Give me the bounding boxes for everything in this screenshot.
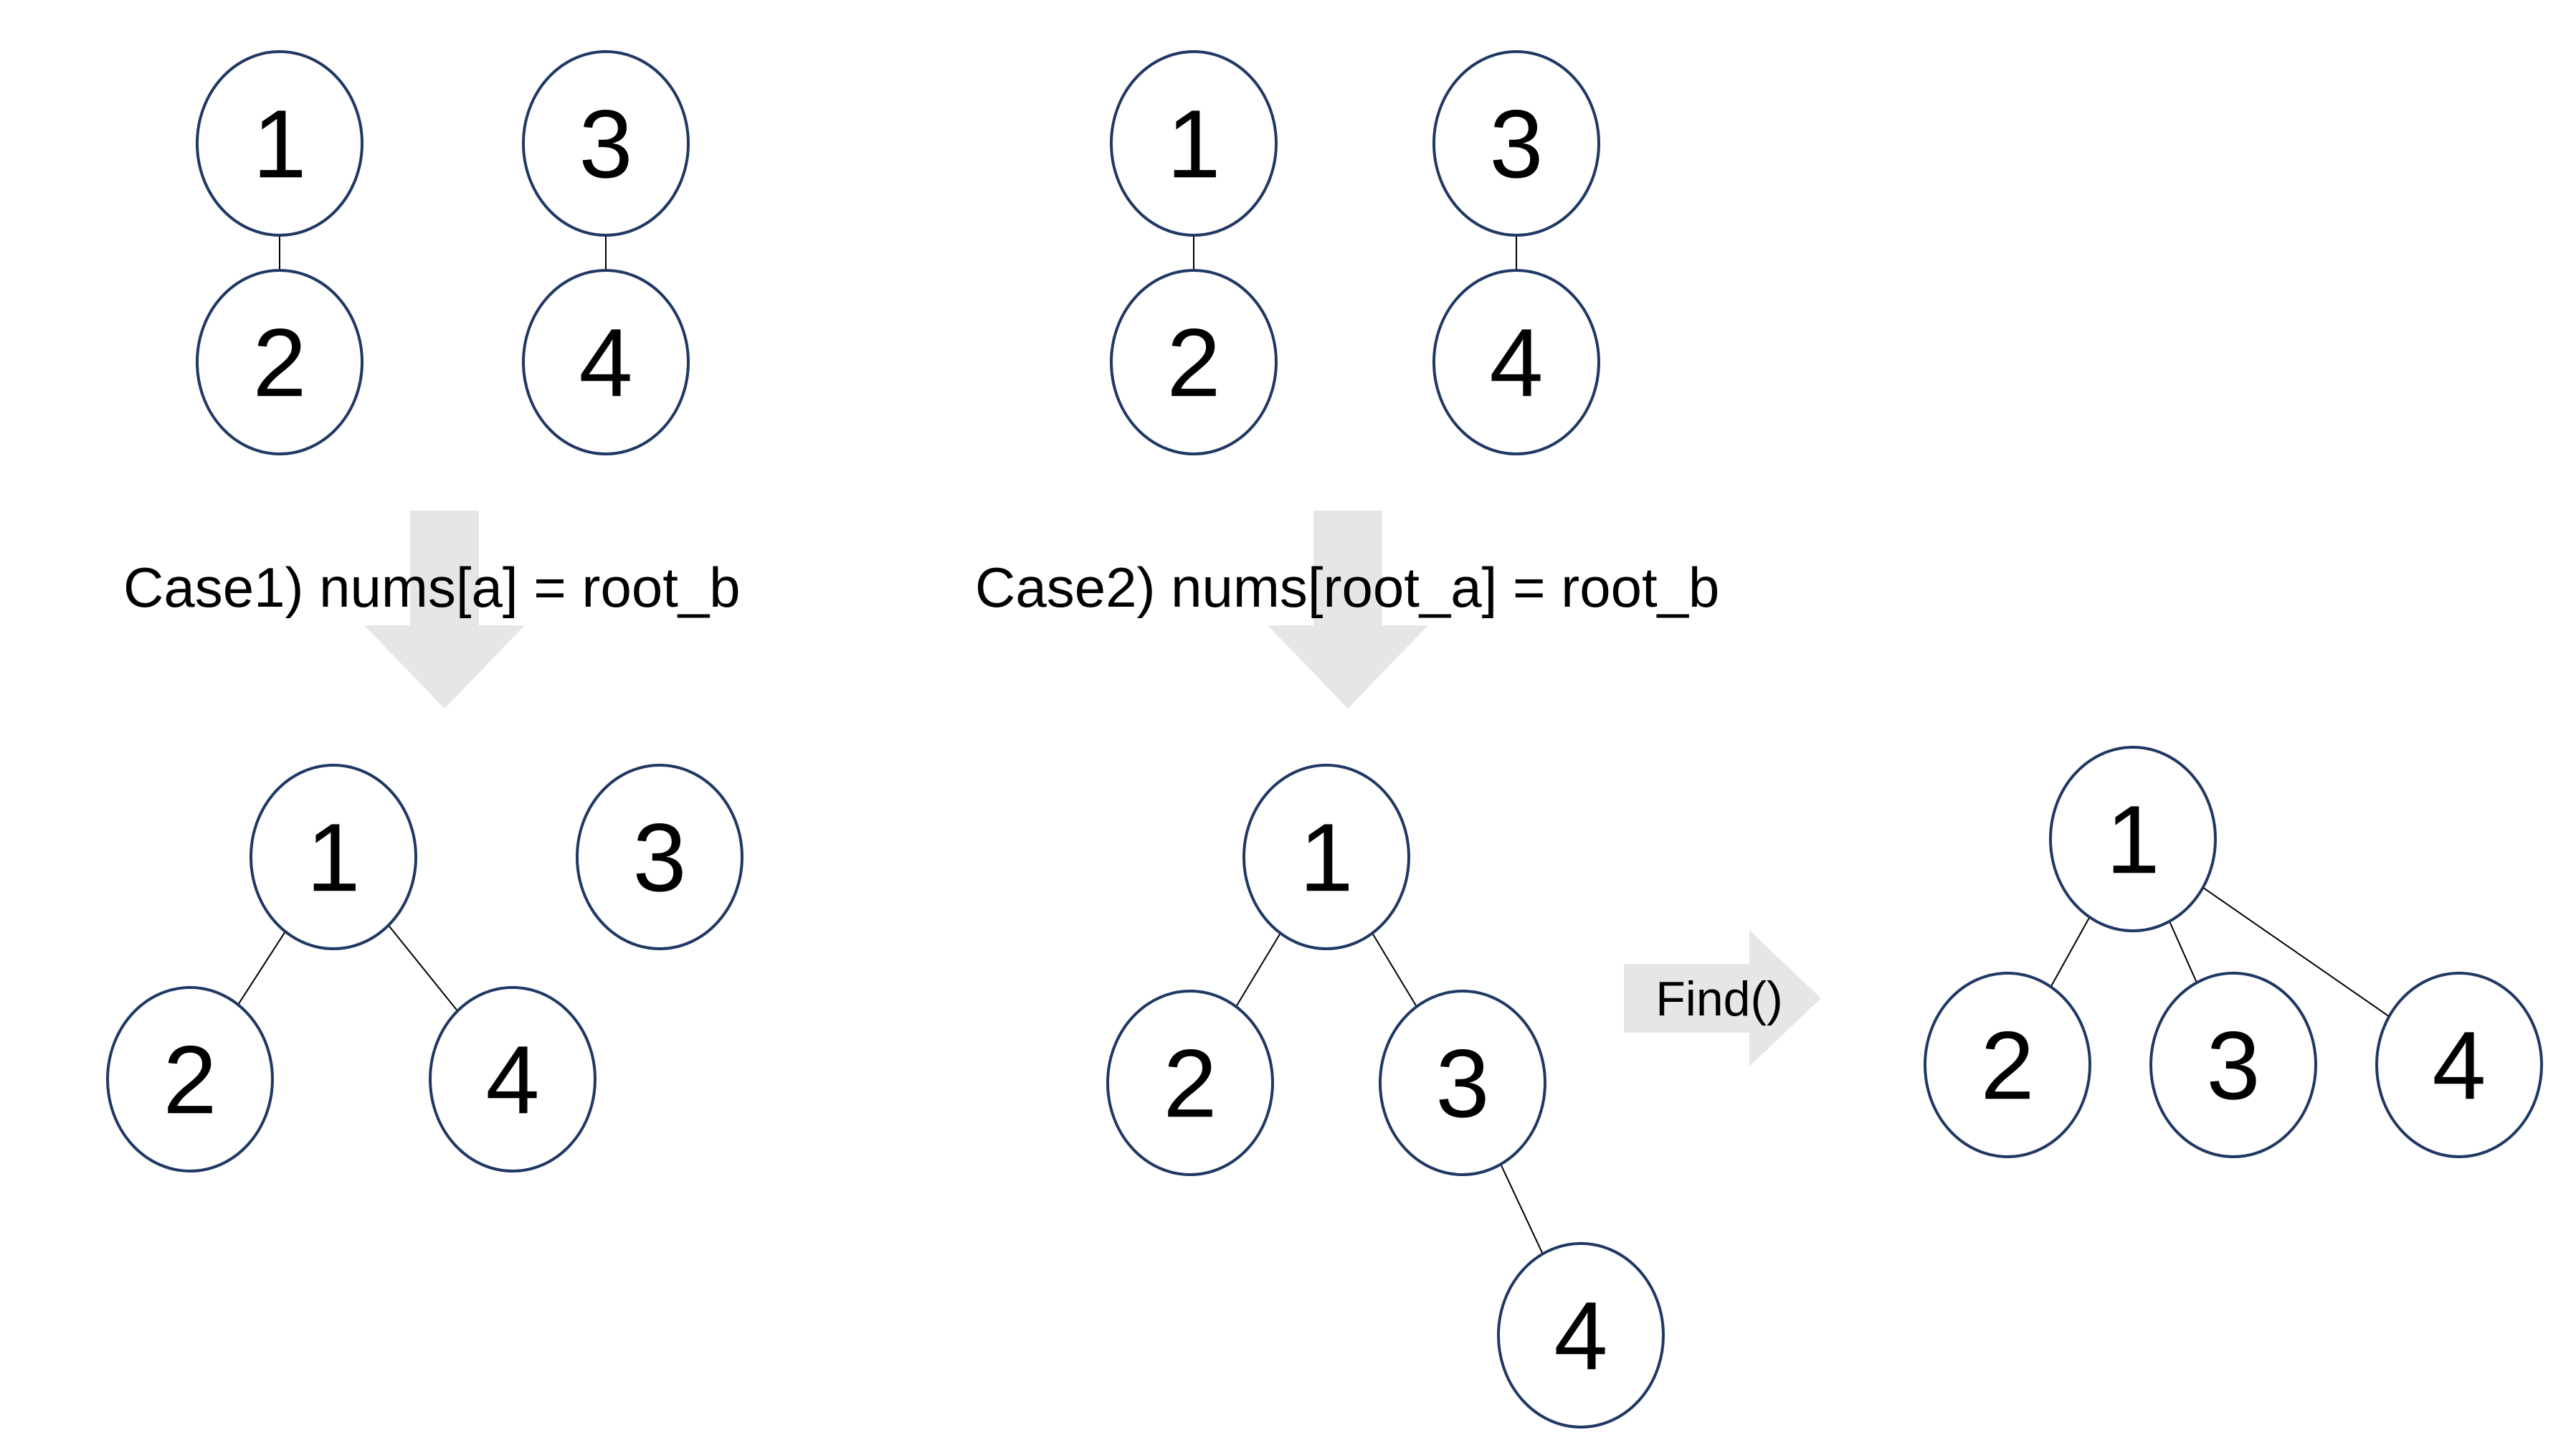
node-circle-case2-before-4 bbox=[1432, 269, 1600, 455]
node-circle-case1-before-4 bbox=[522, 269, 690, 455]
node-label-find-after-2: 2 bbox=[1980, 1011, 2034, 1119]
node-circle-find-after-1 bbox=[2049, 746, 2217, 932]
node-label-case2-before-4: 4 bbox=[1489, 308, 1543, 417]
node-circle-find-after-2 bbox=[1924, 972, 2091, 1158]
node-label-find-after-1: 1 bbox=[2106, 785, 2159, 894]
edge-c1a-1-c1a-4 bbox=[388, 924, 458, 1012]
node-label-case2-after-2: 2 bbox=[1163, 1029, 1217, 1137]
case1-arrow-down-icon bbox=[364, 511, 525, 709]
node-circle-case1-before-3 bbox=[522, 50, 690, 237]
node-circle-case2-before-3 bbox=[1432, 50, 1600, 237]
edge-c1a-1-c1a-2 bbox=[237, 931, 286, 1005]
edge-f-1-f-3 bbox=[2169, 921, 2197, 983]
case2-arrow-down-icon bbox=[1268, 511, 1428, 709]
node-circle-case2-after-4 bbox=[1497, 1242, 1665, 1429]
node-label-case1-before-1: 1 bbox=[252, 90, 306, 198]
node-circle-case1-after-1 bbox=[249, 764, 417, 950]
tree-case2-after: 1 2 3 4 bbox=[1106, 764, 1665, 1429]
node-circle-case2-after-2 bbox=[1106, 990, 1274, 1176]
node-label-find-after-3: 3 bbox=[2206, 1011, 2260, 1119]
find-arrow-right-icon bbox=[1624, 930, 1821, 1066]
node-circle-case1-after-4 bbox=[429, 986, 597, 1173]
tree-case1-before: 1 2 3 4 bbox=[196, 50, 690, 455]
node-circle-case2-after-3 bbox=[1379, 990, 1546, 1176]
node-label-case1-after-3: 3 bbox=[632, 803, 686, 911]
tree-case2-before: 1 2 3 4 bbox=[1110, 50, 1600, 455]
node-circle-case1-before-2 bbox=[196, 269, 363, 455]
node-label-case2-after-1: 1 bbox=[1299, 803, 1353, 911]
node-label-case2-before-1: 1 bbox=[1166, 90, 1220, 198]
node-label-case2-before-3: 3 bbox=[1489, 90, 1543, 198]
node-label-case1-after-2: 2 bbox=[163, 1025, 217, 1134]
edge-c2a-1-c2a-2 bbox=[1235, 932, 1281, 1008]
node-circle-case2-after-1 bbox=[1242, 764, 1410, 950]
find-label: Find() bbox=[1655, 972, 1783, 1026]
node-circle-case2-before-2 bbox=[1110, 269, 1278, 455]
tree-find-after: 1 2 3 4 bbox=[1924, 746, 2543, 1158]
case1-label: Case1) nums[a] = root_b bbox=[123, 556, 741, 619]
node-label-case1-before-3: 3 bbox=[579, 90, 632, 198]
node-label-case1-before-2: 2 bbox=[252, 308, 306, 417]
tree-case1-after: 1 3 2 4 bbox=[106, 764, 743, 1173]
edge-c2a-1-c2a-3 bbox=[1372, 932, 1417, 1008]
node-label-case2-after-4: 4 bbox=[1554, 1282, 1607, 1390]
node-circle-find-after-4 bbox=[2375, 972, 2543, 1158]
edge-f-1-f-4 bbox=[2202, 886, 2390, 1018]
node-label-case1-after-4: 4 bbox=[485, 1025, 539, 1134]
edge-c2a-3-c2a-4 bbox=[1500, 1164, 1544, 1254]
node-circle-find-after-3 bbox=[2149, 972, 2317, 1158]
case2-label: Case2) nums[root_a] = root_b bbox=[975, 556, 1719, 619]
node-label-case2-before-2: 2 bbox=[1166, 308, 1220, 417]
node-circle-case1-after-3 bbox=[576, 764, 743, 950]
node-label-case1-after-1: 1 bbox=[306, 803, 360, 911]
node-label-find-after-4: 4 bbox=[2432, 1011, 2486, 1119]
node-label-case2-after-3: 3 bbox=[1435, 1029, 1489, 1137]
node-label-case1-before-4: 4 bbox=[579, 308, 632, 417]
node-circle-case1-before-1 bbox=[196, 50, 363, 237]
edge-f-1-f-2 bbox=[2050, 916, 2091, 987]
node-circle-case2-before-1 bbox=[1110, 50, 1278, 237]
node-circle-case1-after-2 bbox=[106, 986, 274, 1173]
